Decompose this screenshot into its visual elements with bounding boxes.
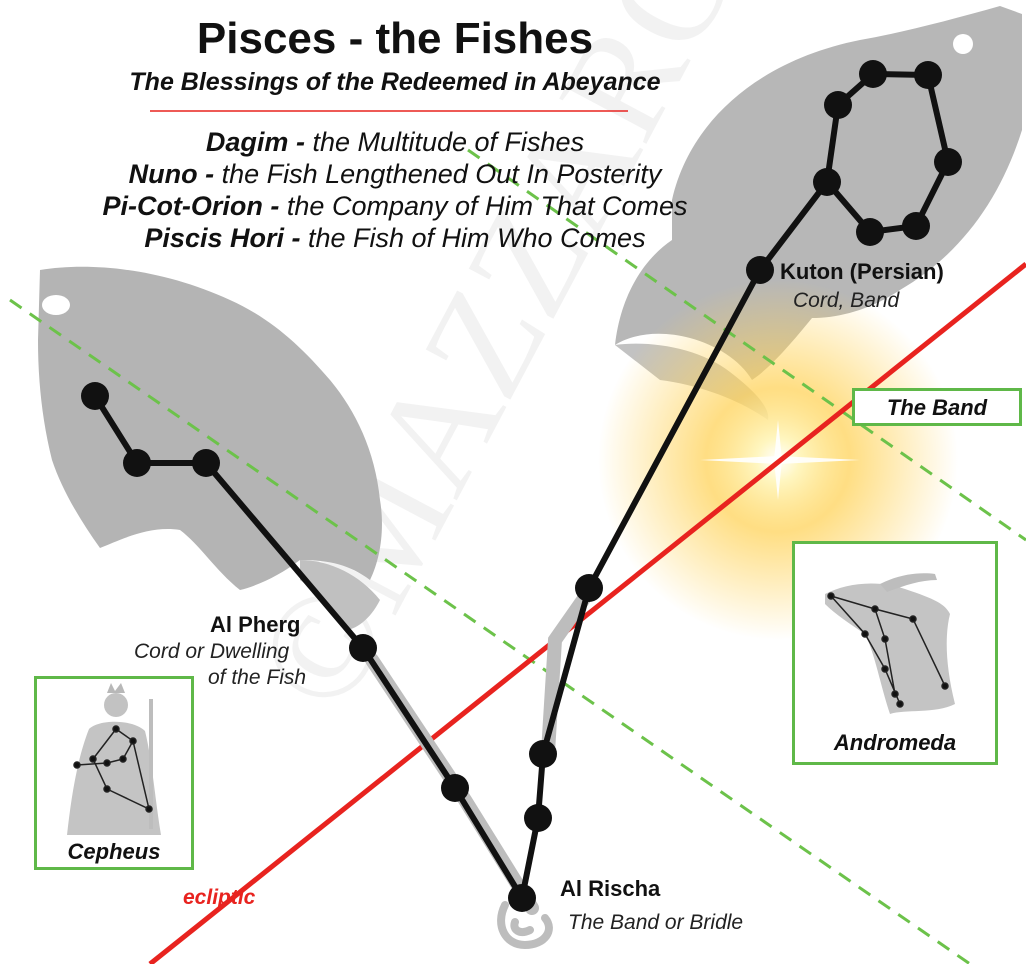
name-row: Dagim - the Multitude of Fishes: [0, 126, 790, 158]
cepheus-figure: [37, 679, 191, 835]
name-meaning: the Fish of Him Who Comes: [308, 223, 646, 253]
name-term: Piscis Hori -: [144, 223, 308, 253]
star-dot: [902, 212, 930, 240]
star-dot: [524, 804, 552, 832]
andromeda-figure: [795, 544, 995, 724]
name-term: Nuno -: [129, 159, 222, 189]
andromeda-inset: Andromeda: [792, 541, 998, 765]
al-rischa-label: Al Rischa: [560, 876, 660, 902]
the-band-box: The Band: [852, 388, 1022, 426]
star-dot: [824, 91, 852, 119]
star-dot: [856, 218, 884, 246]
star-dot: [575, 574, 603, 602]
name-row: Pi-Cot-Orion - the Company of Him That C…: [0, 190, 790, 222]
name-term: Dagim -: [206, 127, 313, 157]
name-list: Dagim - the Multitude of Fishes Nuno - t…: [0, 126, 790, 254]
star-dot: [914, 61, 942, 89]
kuton-label: Kuton (Persian): [780, 259, 944, 285]
star-dot: [81, 382, 109, 410]
name-meaning: the Fish Lengthened Out In Posterity: [222, 159, 662, 189]
name-term: Pi-Cot-Orion -: [102, 191, 286, 221]
star-dot: [123, 449, 151, 477]
star-dot: [859, 60, 887, 88]
name-meaning: the Multitude of Fishes: [312, 127, 584, 157]
al-pherg-label: Al Pherg: [210, 612, 300, 638]
star-dot: [192, 449, 220, 477]
cepheus-label: Cepheus: [37, 839, 191, 865]
ecliptic-label: ecliptic: [183, 886, 255, 910]
al-rischa-meaning: The Band or Bridle: [568, 911, 743, 935]
name-row: Nuno - the Fish Lengthened Out In Poster…: [0, 158, 790, 190]
al-pherg-meaning-line2: of the Fish: [208, 666, 306, 690]
star-dot-kuton: [746, 256, 774, 284]
star-dot-al-rischa: [508, 884, 536, 912]
star-dot-al-pherg: [349, 634, 377, 662]
star-dot: [934, 148, 962, 176]
name-meaning: the Company of Him That Comes: [287, 191, 688, 221]
star-dot: [529, 740, 557, 768]
name-row: Piscis Hori - the Fish of Him Who Comes: [0, 222, 790, 254]
lower-fish-silhouette: [38, 267, 382, 630]
kuton-meaning: Cord, Band: [793, 289, 899, 313]
page-title: Pisces - the Fishes: [0, 14, 790, 64]
the-band-label: The Band: [855, 395, 1019, 421]
cepheus-inset: Cepheus: [34, 676, 194, 870]
andromeda-label: Andromeda: [795, 730, 995, 756]
star-dot: [441, 774, 469, 802]
al-pherg-meaning-line1: Cord or Dwelling: [134, 640, 289, 664]
star-dot: [813, 168, 841, 196]
page-subtitle: The Blessings of the Redeemed in Abeyanc…: [0, 68, 790, 97]
